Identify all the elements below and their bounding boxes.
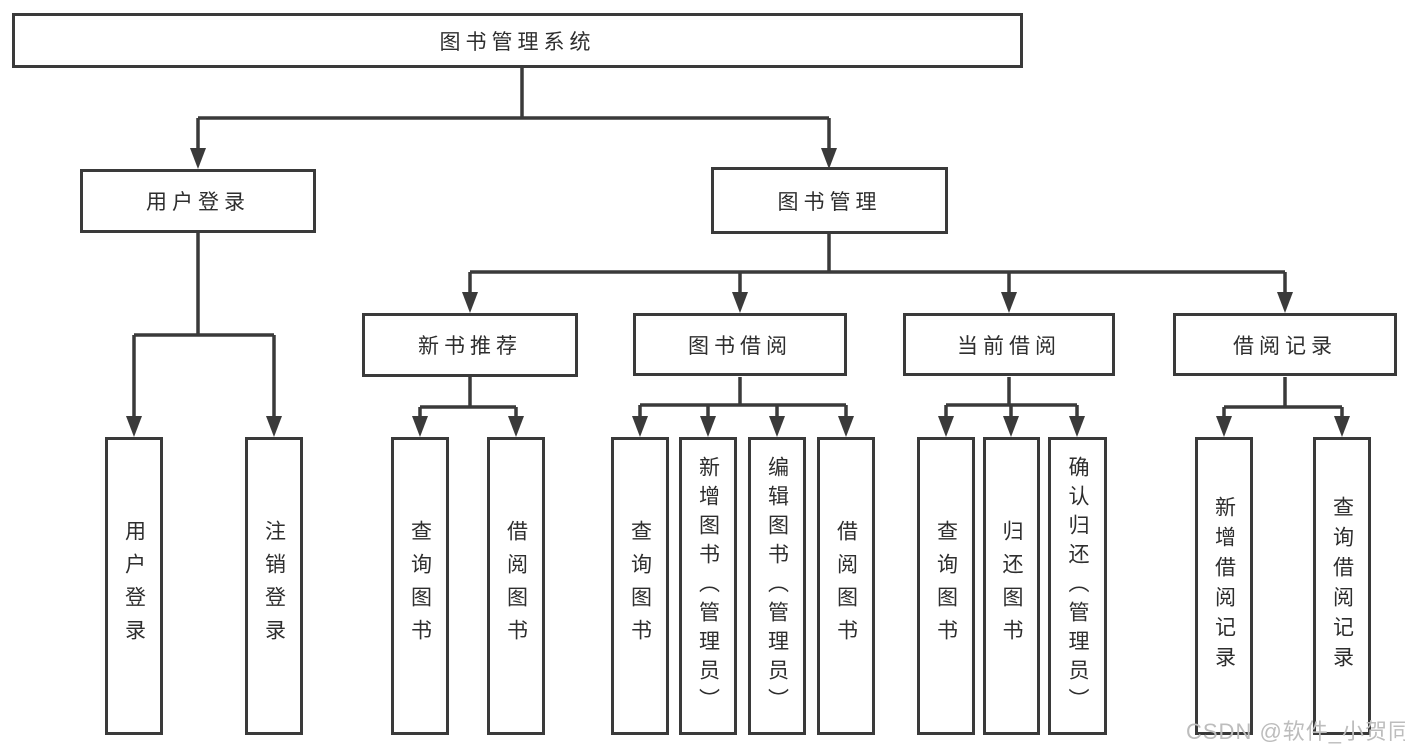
connector-book-borrow bbox=[632, 377, 854, 437]
leaf-query-books-borrow: 查询图书 bbox=[611, 437, 669, 735]
leaf-logout: 注销登录 bbox=[245, 437, 303, 735]
connector-borrow-records bbox=[1216, 377, 1350, 437]
node-new-book-rec: 新书推荐 bbox=[362, 313, 578, 377]
node-book-borrow-label: 图书借阅 bbox=[688, 334, 792, 358]
leaf-borrow-books-borrow: 借阅图书 bbox=[817, 437, 875, 735]
leaf-return-book: 归还图书 bbox=[983, 437, 1040, 735]
connector-current-borrow bbox=[938, 377, 1085, 437]
connector-user-login bbox=[126, 233, 282, 437]
leaf-borrow-books-rec: 借阅图书 bbox=[487, 437, 545, 735]
node-new-book-rec-label: 新书推荐 bbox=[418, 335, 522, 358]
leaf-add-book-admin: 新增图书（管理员） bbox=[679, 437, 737, 735]
node-root-label: 图书管理系统 bbox=[439, 30, 596, 54]
node-current-borrow: 当前借阅 bbox=[903, 313, 1115, 376]
connector-new-book bbox=[412, 377, 524, 437]
leaf-add-borrow-record: 新增借阅记录 bbox=[1195, 437, 1253, 735]
connector-root-to-level1 bbox=[190, 68, 837, 169]
leaf-query-books-current: 查询图书 bbox=[917, 437, 975, 735]
leaf-confirm-return-admin: 确认归还（管理员） bbox=[1048, 437, 1107, 735]
connector-book-mgmt bbox=[462, 234, 1293, 313]
node-root: 图书管理系统 bbox=[12, 13, 1023, 68]
node-current-borrow-label: 当前借阅 bbox=[957, 334, 1061, 358]
leaf-query-borrow-record: 查询借阅记录 bbox=[1313, 437, 1371, 735]
node-user-login-branch: 用户登录 bbox=[80, 169, 316, 233]
node-user-login-label: 用户登录 bbox=[146, 191, 250, 214]
node-book-mgmt-branch: 图书管理 bbox=[711, 167, 948, 234]
node-book-mgmt-label: 图书管理 bbox=[777, 190, 882, 214]
leaf-edit-book-admin: 编辑图书（管理员） bbox=[748, 437, 806, 735]
node-borrow-records: 借阅记录 bbox=[1173, 313, 1397, 376]
node-book-borrow: 图书借阅 bbox=[633, 313, 847, 376]
leaf-user-login: 用户登录 bbox=[105, 437, 163, 735]
leaf-query-books-rec: 查询图书 bbox=[391, 437, 449, 735]
node-borrow-records-label: 借阅记录 bbox=[1233, 334, 1337, 358]
watermark: CSDN @软件_小贺同学 bbox=[1186, 719, 1405, 744]
